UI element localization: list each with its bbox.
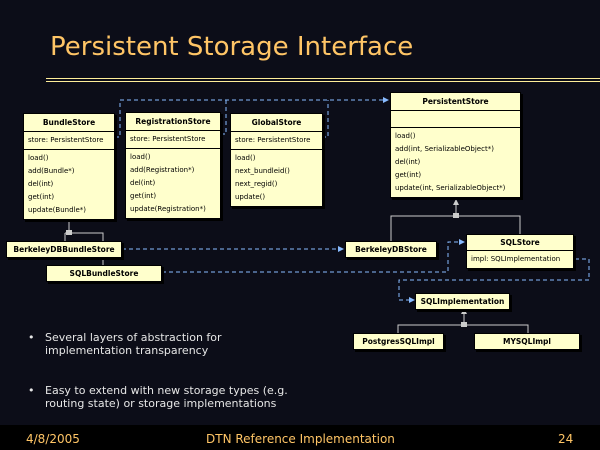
class-mysql-impl: MYSQLImpl bbox=[474, 333, 580, 350]
class-sql-implementation: SQLImplementation bbox=[415, 293, 510, 310]
class-berkeley-db-bundle-store: BerkeleyDBBundleStore bbox=[6, 241, 122, 258]
page-number: 24 bbox=[558, 432, 574, 446]
bullet-icon: • bbox=[28, 384, 35, 397]
class-name: PersistentStore bbox=[422, 97, 489, 106]
class-global-store: GlobalStore store: PersistentStore load(… bbox=[230, 113, 323, 207]
class-registration-store: RegistrationStore store: PersistentStore… bbox=[125, 112, 221, 219]
class-sql-bundle-store: SQLBundleStore bbox=[46, 265, 162, 282]
attributes: impl: SQLImplementation bbox=[467, 250, 573, 268]
dep-globalstore-persistentstore bbox=[322, 100, 329, 138]
attributes: store: PersistentStore bbox=[126, 130, 220, 148]
dep-sqlstore-sqlimplementation bbox=[398, 258, 590, 303]
class-name: RegistrationStore bbox=[135, 117, 211, 126]
methods: load() next_bundleid() next_regid() upda… bbox=[231, 149, 322, 206]
dep-bundlestore-persistentstore bbox=[115, 97, 389, 138]
methods: load() add(Registration*) del(int) get(i… bbox=[126, 148, 220, 218]
attributes bbox=[391, 110, 520, 127]
slide-title: Persistent Storage Interface bbox=[50, 32, 414, 62]
class-name: GlobalStore bbox=[251, 118, 302, 127]
footer-title: DTN Reference Implementation bbox=[206, 432, 395, 446]
title-rule-top bbox=[46, 78, 600, 79]
class-postgres-sql-impl: PostgresSQLImpl bbox=[353, 333, 444, 350]
attributes: store: PersistentStore bbox=[24, 131, 114, 149]
dep-registrationstore-persistentstore bbox=[221, 100, 227, 135]
class-persistent-store: PersistentStore load() add(int, Serializ… bbox=[390, 92, 521, 198]
methods: load() add(Bundle*) del(int) get(int) up… bbox=[24, 149, 114, 219]
title-rule-bottom bbox=[46, 81, 600, 82]
class-bundle-store: BundleStore store: PersistentStore load(… bbox=[23, 113, 115, 220]
class-name: BundleStore bbox=[42, 118, 96, 127]
dep-sqlbundlestore-sqlstore bbox=[162, 239, 465, 273]
slide-footer: 4/8/2005 DTN Reference Implementation 24 bbox=[0, 425, 600, 450]
footer-date: 4/8/2005 bbox=[26, 432, 80, 446]
methods: load() add(int, SerializableObject*) del… bbox=[391, 127, 520, 197]
class-berkeley-db-store: BerkeleyDBStore bbox=[345, 241, 437, 258]
class-sql-store: SQLStore impl: SQLImplementation bbox=[466, 234, 574, 269]
attributes: store: PersistentStore bbox=[231, 131, 322, 149]
bullet-icon: • bbox=[28, 331, 35, 344]
